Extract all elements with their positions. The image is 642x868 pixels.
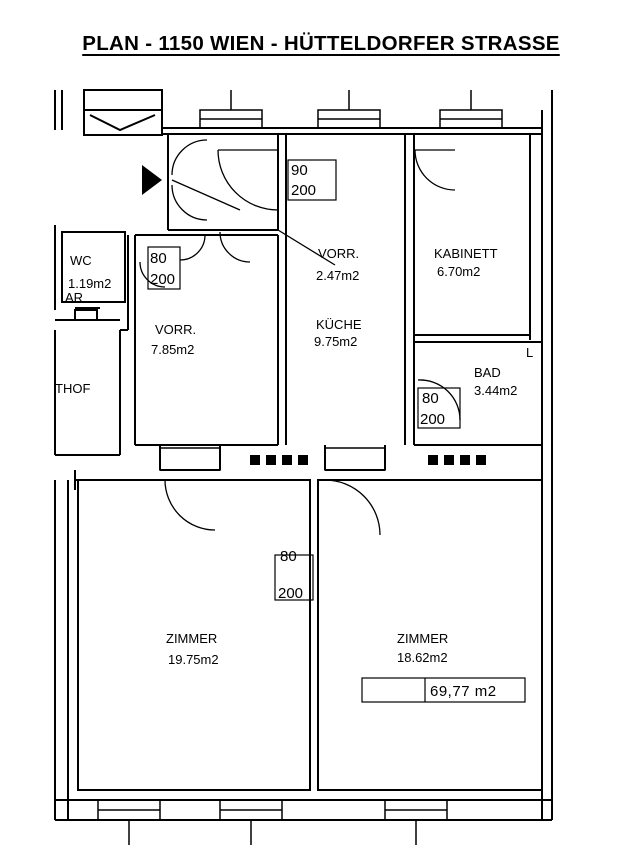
plan-title: PLAN - 1150 WIEN - HÜTTELDORFER STRASSE [82,32,560,55]
room-name-wc: WC [70,253,92,268]
room-area-vorr-left: 7.85m2 [151,342,194,357]
room-area-bad: 3.44m2 [474,383,517,398]
entry-arrow [142,165,162,195]
ar-label: AR [65,290,83,305]
door-swings [139,139,461,536]
hof-label: THOF [55,381,90,396]
room-name-zimmer-left: ZIMMER [166,631,217,646]
room-area-vorr-middle: 2.47m2 [316,268,359,283]
vent-blocks [250,455,486,465]
room-name-vorr-middle: VORR. [318,246,359,261]
door-width-4: 80 [280,548,297,565]
room-area-kabinett: 6.70m2 [437,264,480,279]
l-mark-label: L [526,345,533,360]
room-name-kabinett: KABINETT [434,246,498,261]
room-area-wc: 1.19m2 [68,276,111,291]
windows [97,90,503,845]
door-height-1: 200 [291,182,316,199]
room-name-vorr-left: VORR. [155,322,196,337]
room-area-kueche: 9.75m2 [314,334,357,349]
door-height-4: 200 [278,585,303,602]
total-area-box: 69,77 m2 [361,677,526,703]
door-width-1: 90 [291,162,308,179]
door-width-3: 80 [422,390,439,407]
total-area-value: 69,77 m2 [430,683,497,700]
door-height-3: 200 [420,411,445,428]
room-area-zimmer-right: 18.62m2 [397,650,448,665]
room-name-bad: BAD [474,365,501,380]
door-height-2: 200 [150,271,175,288]
door-width-2: 80 [150,250,167,267]
room-area-zimmer-left: 19.75m2 [168,652,219,667]
labels: WC 1.19m2 AR VORR. 7.85m2 VORR. 2.47m2 K… [55,162,533,667]
room-name-zimmer-right: ZIMMER [397,631,448,646]
room-name-kueche: KÜCHE [316,317,362,332]
door-label-boxes [147,159,461,601]
